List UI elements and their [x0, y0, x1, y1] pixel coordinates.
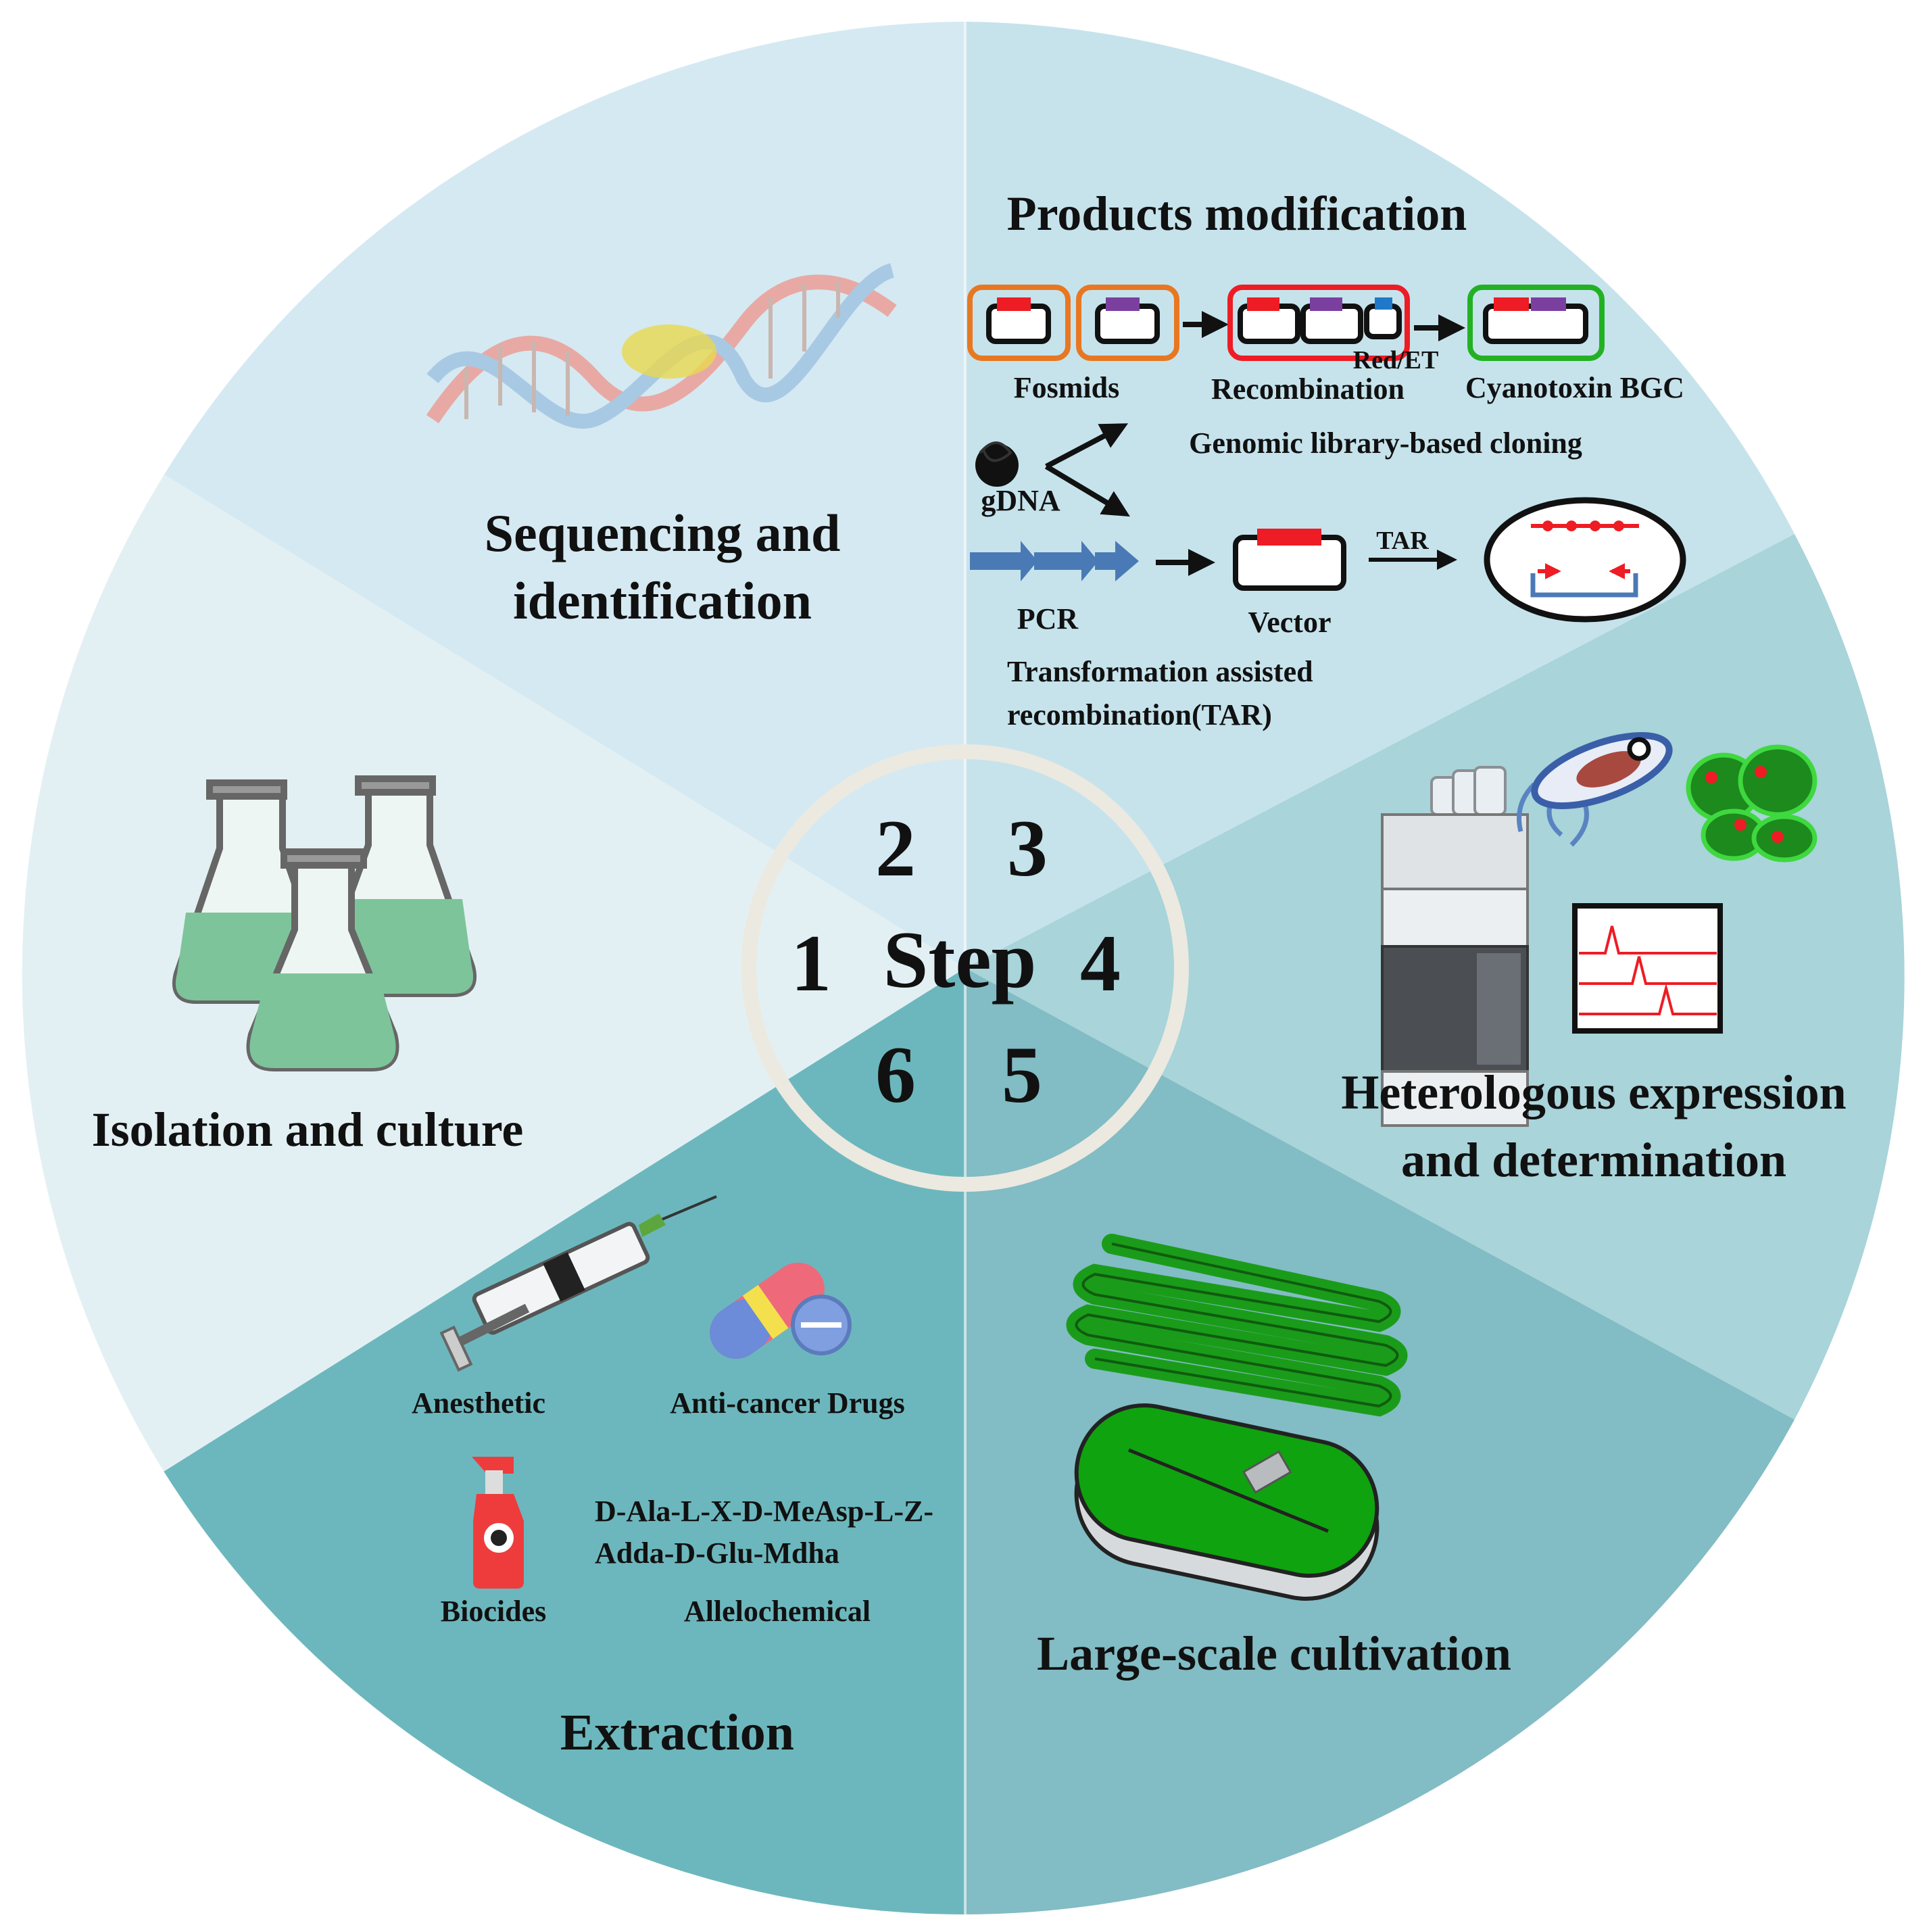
genomic-cloning-label: Genomic library-based cloning — [1189, 427, 1582, 460]
recombination-box — [1227, 285, 1410, 361]
red-et-label: Red/ET — [1353, 346, 1439, 375]
anesthetic-label: Anesthetic — [412, 1386, 545, 1420]
heterologous-section: Heterologous expression and determinatio… — [1341, 732, 1847, 1187]
segment-sequencing — [164, 22, 965, 968]
extraction-section: Anesthetic Anti-cancer Drugs Biocides D-… — [412, 1195, 933, 1761]
sequencing-title-line1: Sequencing and — [485, 504, 841, 562]
products-title: Products modification — [1007, 187, 1467, 241]
culture-flasks-icon — [172, 775, 477, 1071]
tar-label: TAR — [1376, 527, 1429, 555]
fosmid-box-1 — [967, 285, 1071, 361]
heterologous-title-line2: and determination — [1401, 1133, 1786, 1187]
segment-cultivation — [965, 968, 1794, 1914]
recombination-label: Recombination — [1211, 372, 1405, 406]
pcr-label: PCR — [1017, 602, 1079, 635]
cyanotoxin-bgc-label: Cyanotoxin BGC — [1465, 371, 1684, 404]
allelochemical-label: Allelochemical — [684, 1595, 871, 1628]
step-number-4: 4 — [1080, 918, 1121, 1008]
dna-helix-icon — [426, 263, 897, 429]
products-section: Products modification Fosmids Red/ET Rec… — [967, 187, 1686, 731]
heterologous-title-line1: Heterologous expression — [1341, 1065, 1846, 1119]
biocides-label: Biocides — [441, 1595, 546, 1628]
pcr-arrows-icon — [970, 541, 1139, 581]
hplc-instrument-icon — [1381, 766, 1529, 1127]
formula-line1: D-Ala-L-X-D-MeAsp-L-Z- — [595, 1495, 933, 1528]
algae-cells-icon — [1686, 744, 1817, 863]
bacterium-icon — [1517, 732, 1673, 847]
fosmid-box-2 — [1076, 285, 1179, 361]
raceway-pond-icon — [1074, 1403, 1379, 1601]
step-number-1: 1 — [791, 918, 831, 1008]
step-number-5: 5 — [1002, 1030, 1042, 1119]
pills-icon — [710, 1262, 852, 1359]
step-number-2: 2 — [875, 803, 916, 893]
step-number-3: 3 — [1007, 803, 1048, 893]
chromatogram-icon — [1572, 903, 1723, 1034]
formula-line2: Adda-D-Glu-Mdha — [595, 1537, 839, 1570]
pie-segments — [22, 22, 1905, 1914]
extraction-title: Extraction — [560, 1704, 794, 1761]
step-number-6: 6 — [875, 1030, 916, 1119]
sequencing-title-line2: identification — [513, 571, 812, 630]
segment-isolation — [22, 475, 965, 1472]
fosmids-label: Fosmids — [1014, 371, 1119, 404]
sequencing-section: Sequencing and identification — [426, 263, 897, 630]
segment-products — [965, 22, 1794, 968]
yeast-cell-icon — [1484, 497, 1686, 623]
step-title: Step — [883, 915, 1037, 1005]
biocide-spray-icon — [472, 1457, 524, 1589]
vector-label: Vector — [1248, 606, 1332, 639]
isolation-section: Isolation and culture — [92, 775, 524, 1157]
cultivation-section: Large-scale cultivation — [1037, 1234, 1511, 1681]
gdna-label: gDNA — [981, 484, 1060, 517]
tar-full-line1: Transformation assisted — [1007, 655, 1313, 688]
cyanotoxin-bgc-box — [1467, 285, 1605, 361]
syringe-icon — [439, 1195, 717, 1372]
isolation-title: Isolation and culture — [92, 1103, 524, 1157]
tubular-photobioreactor-icon — [1067, 1234, 1407, 1417]
segment-extraction — [164, 968, 965, 1914]
cultivation-title: Large-scale cultivation — [1037, 1626, 1511, 1681]
center-hub: Step 1 2 3 4 5 6 — [741, 744, 1189, 1192]
anticancer-label: Anti-cancer Drugs — [670, 1386, 904, 1420]
tar-full-line2: recombination(TAR) — [1007, 698, 1272, 731]
